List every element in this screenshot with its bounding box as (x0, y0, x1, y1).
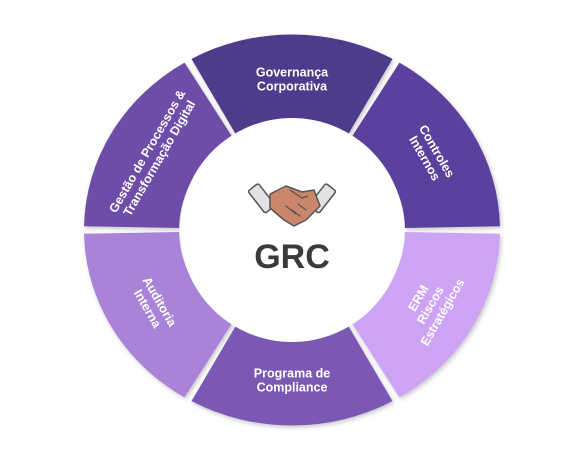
segment-shape-erm (350, 232, 500, 398)
segment-shape-gestao (84, 62, 234, 228)
segment-shape-controles (350, 62, 500, 228)
segment-label-line: Governança (256, 66, 329, 80)
handshake-icon (247, 183, 337, 227)
segment-shape-governanca (191, 34, 393, 138)
segment-label-line: Programa de (254, 366, 330, 380)
segment-controles: ControlesInternos (350, 62, 500, 228)
segment-label-line: Corporativa (257, 80, 328, 94)
center-circle (180, 118, 404, 342)
center-title: GRC (254, 238, 330, 276)
segment-erm: ERMRiscosEstratégicos (350, 232, 500, 398)
segment-shape-auditoria (84, 232, 234, 398)
segment-label-line: Compliance (257, 380, 328, 394)
segment-shape-compliance (191, 322, 393, 426)
segment-auditoria: AuditoriaInterna (84, 232, 234, 398)
